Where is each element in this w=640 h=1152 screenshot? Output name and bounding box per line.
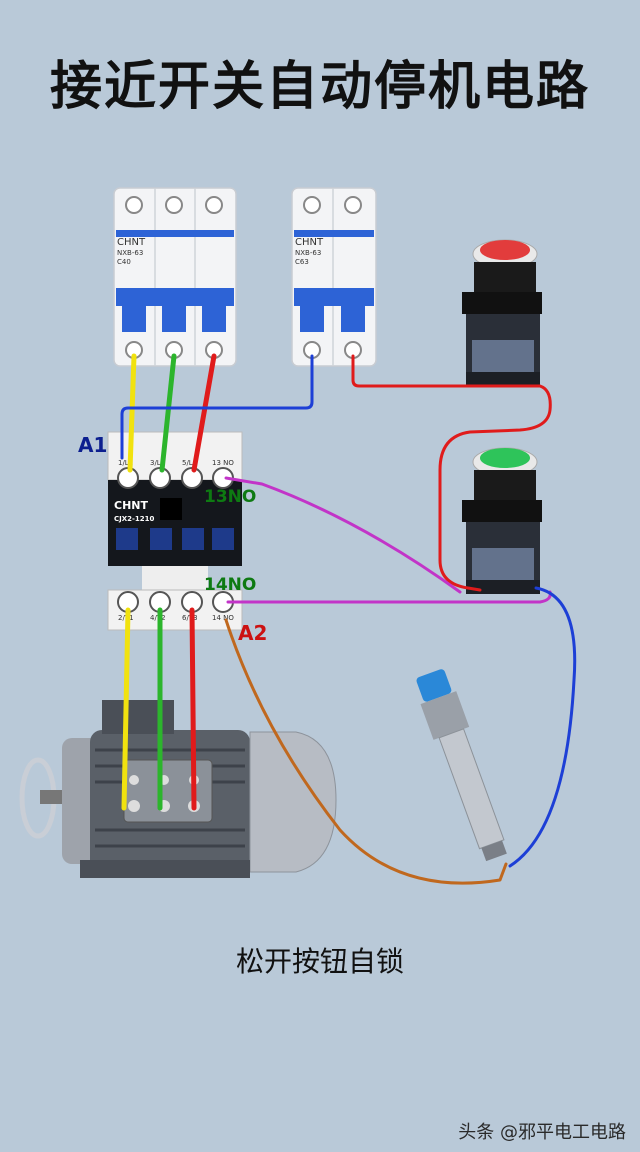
contactor-model: CJX2-1210 — [114, 515, 155, 523]
screw-icon — [165, 196, 183, 214]
screw-icon — [344, 196, 362, 214]
caption: 松开按钮自锁 — [235, 945, 404, 978]
label-a2: A2 — [238, 621, 267, 645]
breaker-3p-model: NXB-63 — [117, 249, 143, 257]
contactor: CHNT CJX2-1210 1/L1 3/L2 5/L3 13 NO 2/T1… — [107, 431, 243, 631]
stop-push-button[interactable] — [462, 239, 542, 386]
wires — [120, 353, 577, 885]
breaker-2p-handle-2[interactable] — [341, 306, 365, 332]
label-a1: A1 — [78, 433, 107, 457]
terminal-label: 1/L1 — [118, 459, 133, 467]
page-title: 接近开关自动停机电路 — [49, 57, 590, 117]
screw-icon — [125, 196, 143, 214]
watermark: 头条 @邪平电工电路 — [458, 1122, 626, 1143]
terminal-label: 14 NO — [212, 614, 234, 622]
screw-icon — [303, 196, 321, 214]
breaker-3-pole: CHNT NXB-63 C40 — [113, 187, 237, 367]
breaker-2-pole: CHNT NXB-63 C63 — [291, 187, 377, 367]
proximity-sensor — [416, 669, 507, 862]
breaker-2p-model: NXB-63 — [295, 249, 321, 257]
breaker-3p-handle-3[interactable] — [202, 306, 226, 332]
breaker-3p-handle-2[interactable] — [162, 306, 186, 332]
breaker-2p-rating: C63 — [295, 258, 309, 266]
breaker-3p-brand: CHNT — [117, 237, 146, 248]
label-14no: 14NO — [204, 575, 256, 595]
contactor-brand: CHNT — [114, 499, 148, 512]
green-button-icon — [480, 448, 530, 468]
wire-red-l3 — [191, 353, 217, 473]
breaker-3p-rating: C40 — [117, 258, 131, 266]
wire-yellow-l1 — [127, 353, 137, 473]
terminal-label: 5/L3 — [182, 459, 197, 467]
breaker-2p-brand: CHNT — [295, 237, 324, 248]
motor — [19, 700, 337, 878]
wire-green-l2 — [159, 353, 177, 473]
wire-yellow-t1 — [121, 607, 131, 811]
wire-blue-a1 — [120, 354, 314, 460]
wire-purple-13no — [224, 476, 462, 594]
label-13no: 13NO — [204, 487, 256, 507]
breaker-3p-handle-1[interactable] — [122, 306, 146, 332]
red-button-icon — [480, 240, 530, 260]
terminal-label: 3/L2 — [150, 459, 165, 467]
wire-red-control — [351, 354, 552, 592]
screw-icon — [205, 196, 223, 214]
terminal-label: 13 NO — [212, 459, 234, 467]
wire-red-t3 — [189, 607, 197, 811]
wire-blue-sensor — [508, 586, 577, 868]
start-push-button[interactable] — [462, 447, 542, 594]
breaker-2p-handle-1[interactable] — [300, 306, 324, 332]
wire-brown-a2 — [224, 618, 508, 885]
